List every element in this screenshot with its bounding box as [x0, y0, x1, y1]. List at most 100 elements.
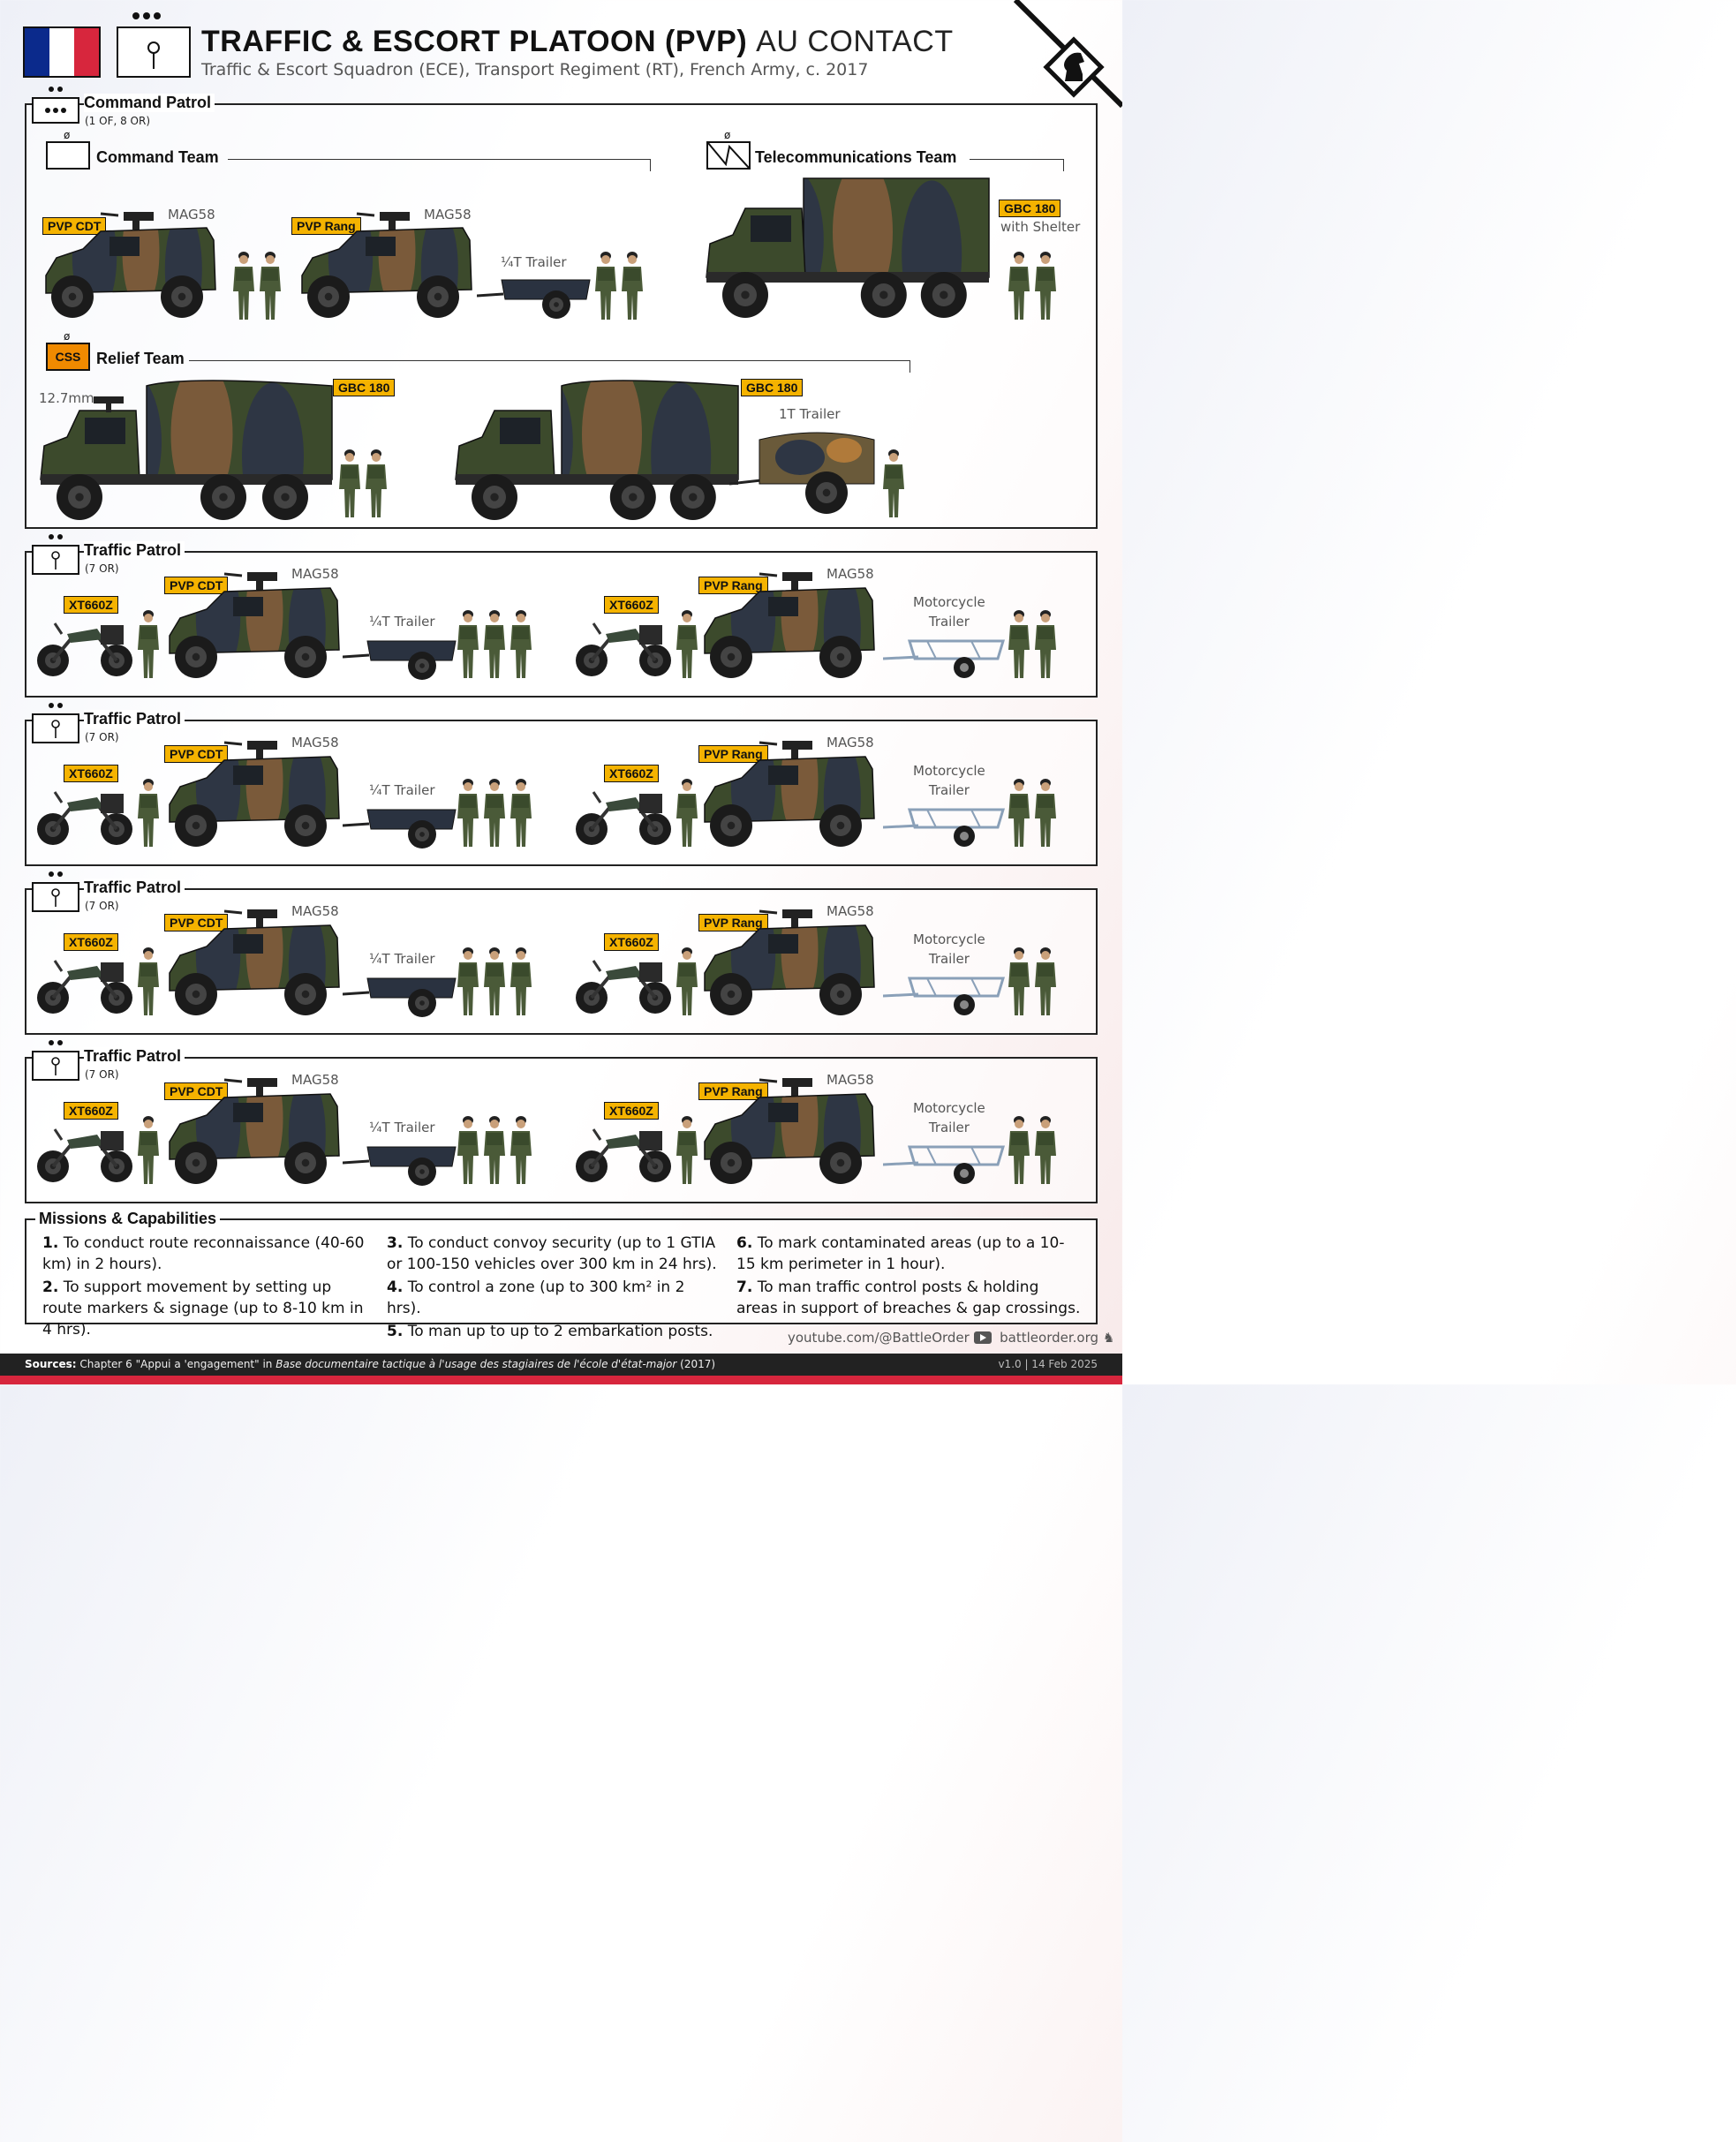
french-flag — [23, 26, 101, 78]
traffic-patrol-strength: (7 OR) — [85, 731, 119, 743]
traffic-control-icon — [51, 720, 60, 738]
vehicle-tag: PVP CDT — [164, 745, 229, 763]
weapon-label: MAG58 — [168, 207, 215, 222]
pvp-armored-vehicle — [301, 212, 472, 318]
soldier-figure — [233, 252, 254, 320]
vehicle-tag: PVP CDT — [164, 914, 229, 931]
soldier-figure — [1035, 947, 1056, 1015]
traffic-patrol-title: Traffic Patrol — [84, 710, 185, 728]
vehicle-tag: XT660Z — [604, 933, 659, 951]
xt660z-motorcycle — [576, 1128, 671, 1182]
soldier-figure — [1008, 610, 1030, 678]
css-team-symbol: CSS — [46, 343, 90, 371]
soldier-figure — [138, 1116, 159, 1184]
traffic-patrol-symbol — [32, 1051, 79, 1081]
vehicle-tag: XT660Z — [604, 765, 659, 782]
mission-text: To conduct convoy security (up to 1 GTIA… — [387, 1234, 717, 1273]
knight-icon: ♞ — [1102, 1330, 1115, 1346]
quarter-ton-trailer — [343, 809, 457, 849]
soldier-figure — [339, 449, 360, 517]
command-team-symbol — [46, 141, 90, 170]
pvp-armored-vehicle — [45, 212, 216, 318]
missions-col-3: 6. To mark contaminated areas (up to a 1… — [736, 1234, 1081, 1317]
command-team-title: Command Team — [96, 148, 219, 166]
vehicle-tag: PVP Rang — [698, 914, 768, 931]
soldier-figure — [366, 449, 387, 517]
gbc180-shelter-truck — [706, 177, 990, 318]
vehicle-tag: PVP Rang — [291, 217, 361, 235]
weapon-label: MAG58 — [826, 735, 874, 750]
mission-text: To control a zone (up to 300 km² in 2 hr… — [387, 1278, 685, 1317]
telecom-team-title: Telecommunications Team — [755, 148, 957, 166]
trailer-label: ¼T Trailer — [369, 1120, 435, 1135]
vehicle-tag: PVP Rang — [698, 745, 768, 763]
mission-text: To man traffic control posts & holding a… — [736, 1278, 1081, 1317]
soldier-figure — [1008, 947, 1030, 1015]
missions-col-1: 1. To conduct route reconnaissance (40-6… — [42, 1234, 365, 1339]
vehicle-tag: XT660Z — [64, 1102, 118, 1120]
vehicle-tag: XT660Z — [604, 1102, 659, 1120]
weapon-label: MAG58 — [291, 1072, 339, 1088]
knight-chess-piece-icon — [1042, 35, 1106, 99]
section-pips — [49, 703, 63, 708]
trailer-label: ¼T Trailer — [501, 254, 567, 270]
youtube-link[interactable]: youtube.com/@BattleOrder — [788, 1330, 970, 1346]
platoon-echelon-pips — [132, 12, 161, 19]
traffic-patrol-strength: (7 OR) — [85, 562, 119, 575]
trailer-label: ¼T Trailer — [369, 782, 435, 798]
soldier-figure — [138, 779, 159, 847]
mission-text: To support movement by setting up route … — [42, 1278, 364, 1339]
soldier-figure — [484, 947, 505, 1015]
vehicle-tag: PVP CDT — [164, 1082, 229, 1100]
vehicle-tag: XT660Z — [604, 596, 659, 614]
weapon-label: MAG58 — [826, 903, 874, 919]
footer-links: youtube.com/@BattleOrder battleorder.org… — [788, 1330, 1114, 1346]
gbc180-cargo-truck — [455, 380, 739, 520]
soldier-figure — [457, 779, 479, 847]
soldier-figure — [1035, 610, 1056, 678]
xt660z-motorcycle — [576, 960, 671, 1014]
traffic-patrol-symbol — [32, 882, 79, 912]
relief-team-title: Relief Team — [96, 350, 185, 367]
soldier-figure — [457, 1116, 479, 1184]
quarter-ton-trailer — [343, 977, 457, 1017]
soldier-figure — [457, 610, 479, 678]
xt660z-motorcycle — [576, 622, 671, 676]
traffic-patrol-symbol — [32, 545, 79, 575]
bottom-stripe — [0, 1376, 1122, 1384]
soldier-figure — [484, 779, 505, 847]
trailer-label: ¼T Trailer — [369, 951, 435, 967]
xt660z-motorcycle — [37, 622, 132, 676]
soldier-figure — [484, 610, 505, 678]
traffic-unit-symbol — [117, 26, 191, 78]
vehicle-tag: PVP CDT — [42, 217, 107, 235]
soldier-figure — [457, 947, 479, 1015]
section-pips — [49, 534, 63, 539]
traffic-patrol-strength: (7 OR) — [85, 1068, 119, 1081]
weapon-label: MAG58 — [291, 735, 339, 750]
xt660z-motorcycle — [37, 960, 132, 1014]
missions-panel — [25, 1218, 1098, 1324]
vehicle-label: with Shelter — [1000, 219, 1081, 235]
signal-zigzag-icon — [707, 142, 750, 169]
motorcycle-trailer — [883, 1145, 1006, 1184]
motorcycle-trailer — [883, 639, 1006, 678]
command-patrol-symbol — [32, 97, 79, 124]
vehicle-tag: XT660Z — [64, 596, 118, 614]
version-label: v1.0 | 14 Feb 2025 — [998, 1358, 1098, 1370]
soldier-figure — [1035, 252, 1056, 320]
soldier-figure — [138, 947, 159, 1015]
youtube-icon — [973, 1331, 992, 1344]
soldier-figure — [260, 252, 281, 320]
soldier-figure — [676, 779, 698, 847]
soldier-figure — [676, 610, 698, 678]
xt660z-motorcycle — [576, 791, 671, 845]
site-link[interactable]: battleorder.org — [1000, 1330, 1099, 1346]
traffic-control-icon — [51, 888, 60, 907]
soldier-figure — [676, 1116, 698, 1184]
traffic-control-icon — [51, 1057, 60, 1075]
pvp-armored-vehicle — [704, 572, 875, 678]
traffic-patrol-title: Traffic Patrol — [84, 541, 185, 560]
